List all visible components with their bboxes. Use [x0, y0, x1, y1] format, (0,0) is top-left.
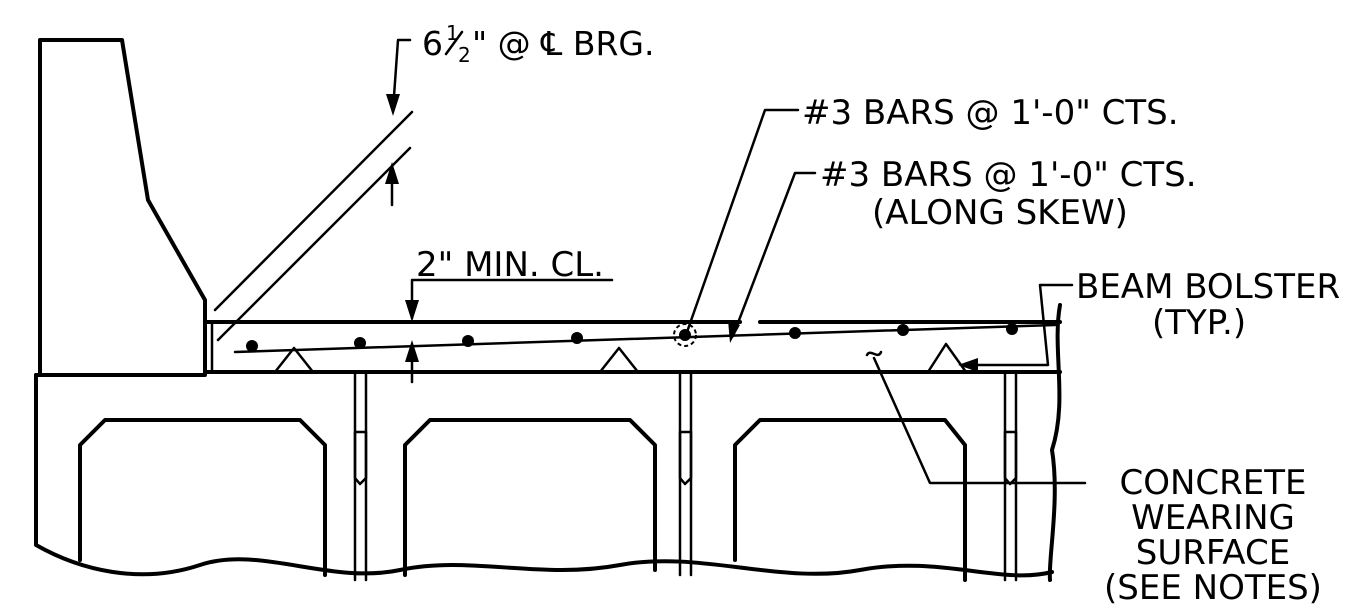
rebar-dot — [897, 324, 909, 336]
slab-thickness-label: 6 1 2 " @ ℄ BRG. — [422, 21, 654, 67]
rebar-dots — [246, 323, 1018, 352]
fraction-slash — [444, 30, 464, 56]
cover-label: 2" MIN. CL. — [416, 245, 604, 285]
parapet — [38, 38, 207, 377]
wearing-label-line1: CONCRETE — [1119, 463, 1307, 503]
rebar-dot — [679, 329, 691, 341]
bars-skew-label-line2: (ALONG SKEW) — [872, 193, 1128, 233]
arrow-down-icon — [386, 94, 400, 116]
bars-top-leader — [685, 108, 800, 334]
arrow-up-icon — [385, 162, 399, 184]
slab-thickness-whole: 6 — [422, 24, 443, 63]
slab-thickness-numerator: 1 — [446, 21, 459, 45]
arrow-down-icon — [405, 300, 419, 322]
slab-thickness-line-upper — [213, 110, 414, 312]
girder-void-2 — [403, 418, 657, 577]
rebar-callout-circle — [673, 323, 697, 347]
girder-outline — [34, 373, 1054, 578]
slab-thickness-rest: " @ ℄ BRG. — [472, 24, 654, 63]
break-line-right — [1047, 303, 1062, 582]
bars-top-label: #3 BARS @ 1'-0" CTS. — [802, 93, 1179, 133]
wearing-label-line3: SURFACE — [1135, 533, 1291, 573]
bolster-1 — [273, 346, 315, 374]
rebar-dot — [789, 327, 801, 339]
wearing-label-line4: (SEE NOTES) — [1104, 568, 1322, 608]
slab-thickness-denominator: 2 — [458, 43, 471, 67]
slab-thickness-line-lower — [216, 146, 412, 342]
arrow-left-icon — [958, 358, 978, 372]
rebar-dot — [354, 337, 366, 349]
rebar-dot — [571, 332, 583, 344]
bolster-2 — [598, 346, 640, 374]
wearing-leader — [872, 356, 1087, 485]
rebar-dot — [1006, 323, 1018, 335]
rebar-dot — [246, 340, 258, 352]
bolster-label-line2: (TYP.) — [1152, 303, 1247, 343]
tie-3 — [1003, 430, 1018, 486]
tie-1 — [353, 430, 368, 486]
bars-skew-label-line1: #3 BARS @ 1'-0" CTS. — [820, 155, 1197, 195]
bolster-label-line1: BEAM BOLSTER — [1076, 267, 1341, 307]
bars-skew-leader — [731, 171, 817, 338]
girder-void-3 — [733, 418, 967, 582]
rebar-dot — [462, 335, 474, 347]
wearing-squiggle — [865, 350, 883, 357]
bolster-3 — [926, 342, 968, 374]
cover-leader — [410, 278, 614, 320]
wearing-label-line2: WEARING — [1131, 498, 1295, 538]
girder-void-1 — [78, 418, 327, 577]
bolster-leader — [966, 283, 1074, 367]
slab-thickness-leader — [391, 38, 412, 112]
rebar-line — [233, 323, 1057, 354]
arrow-up-icon — [405, 340, 419, 362]
arrow-icon — [728, 320, 740, 343]
tie-2 — [678, 430, 693, 486]
